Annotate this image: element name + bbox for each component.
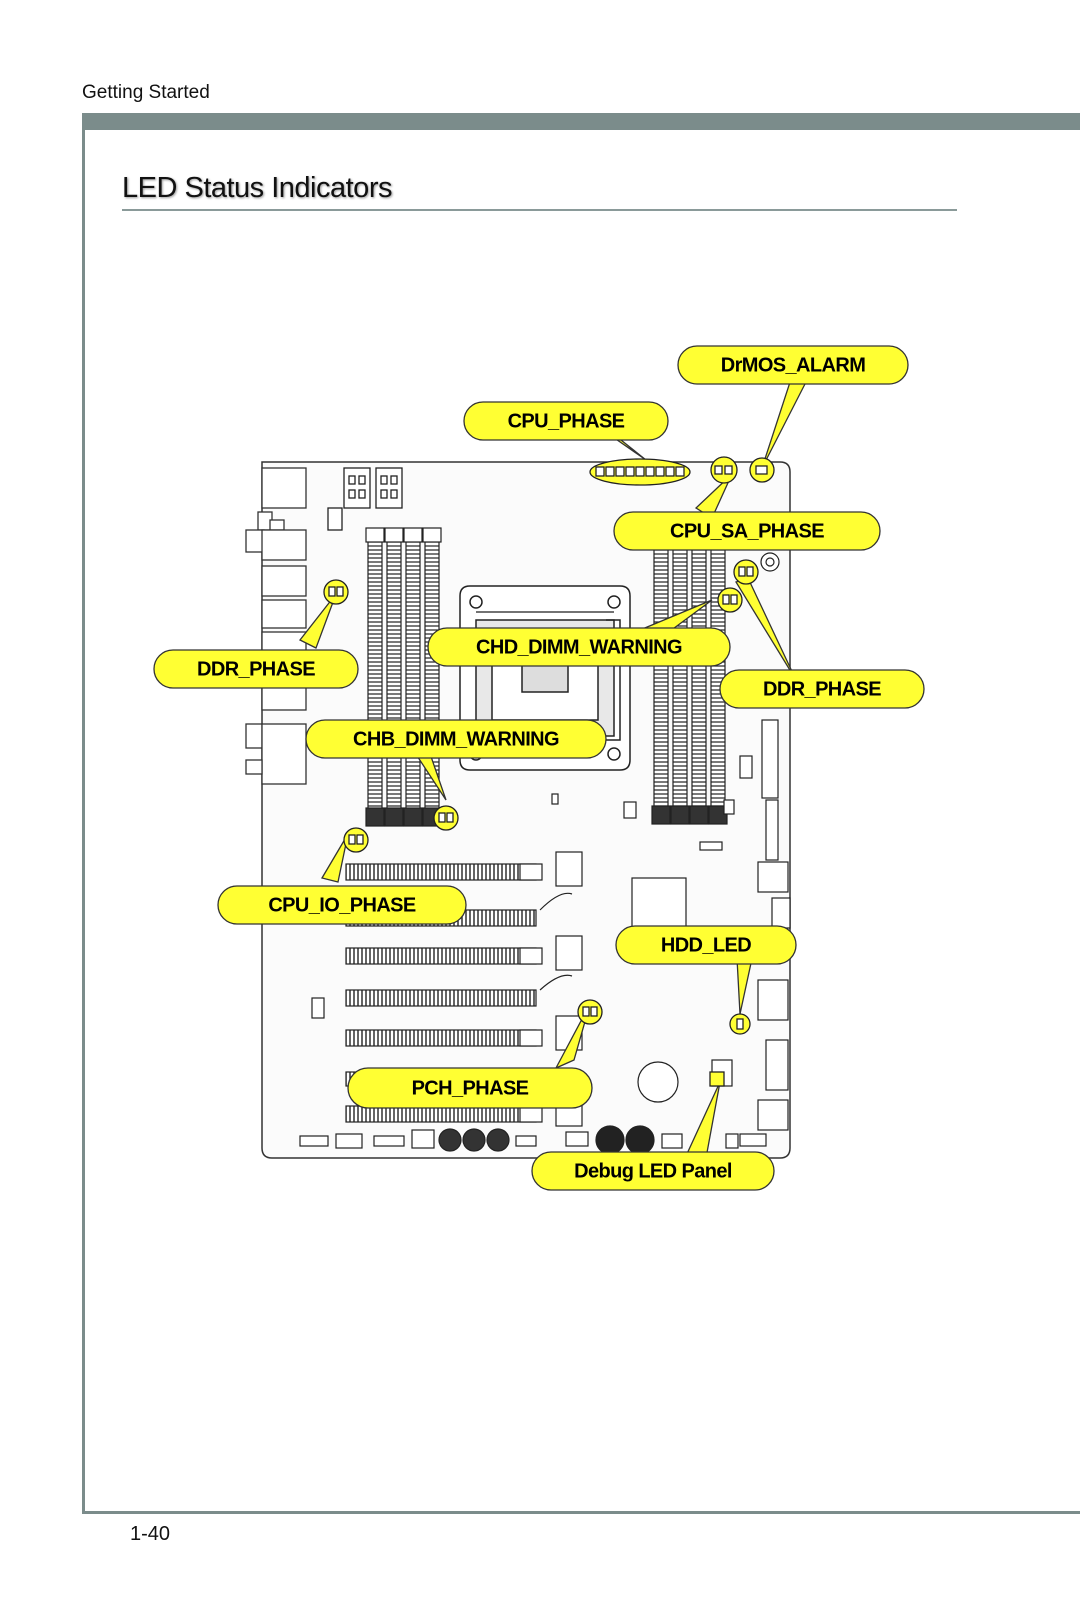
callout-ddr-phase-left: DDR_PHASE [153,649,359,689]
callout-ddr-phase-left-label: DDR_PHASE [197,658,315,680]
callout-pch-phase: PCH_PHASE [347,1067,593,1109]
bottom-rule [82,1511,1080,1514]
callout-chd-dimm-warning-label: CHD_DIMM_WARNING [476,636,682,658]
bottom-headers [299,1125,767,1155]
right-edge-components [699,552,791,1131]
page-title: LED Status Indicators [122,172,392,204]
callout-drmos-alarm: DrMOS_ALARM [677,345,909,385]
left-rule [82,113,85,1513]
callout-cpu-sa-phase-label: CPU_SA_PHASE [670,520,824,542]
callout-cpu-phase: CPU_PHASE [463,401,669,441]
callout-cpu-sa-phase: CPU_SA_PHASE [613,511,881,551]
callout-pch-phase-label: PCH_PHASE [412,1077,529,1099]
callout-debug-led-panel: Debug LED Panel [531,1151,775,1191]
callout-chd-dimm-warning: CHD_DIMM_WARNING [427,627,731,667]
callout-chb-dimm-warning: CHB_DIMM_WARNING [305,719,607,759]
callout-hdd-led: HDD_LED [615,925,797,965]
callout-ddr-phase-right: DDR_PHASE [719,669,925,709]
title-rule [122,209,957,211]
led-markers [323,456,775,1087]
callout-drmos-alarm-label: DrMOS_ALARM [721,354,866,376]
section-header: Getting Started [82,82,210,103]
callout-cpu-io-phase-label: CPU_IO_PHASE [268,894,416,916]
callout-cpu-io-phase: CPU_IO_PHASE [217,885,467,925]
power-connectors [327,467,403,531]
callout-chb-dimm-warning-label: CHB_DIMM_WARNING [353,728,559,750]
callout-ddr-phase-right-label: DDR_PHASE [763,678,881,700]
callout-debug-led-panel-label: Debug LED Panel [574,1160,732,1182]
page-number: 1-40 [130,1523,171,1545]
rear-io [245,467,307,785]
header-bar [82,113,1080,130]
callout-cpu-phase-label: CPU_PHASE [508,410,625,432]
callout-hdd-led-label: HDD_LED [661,934,751,956]
